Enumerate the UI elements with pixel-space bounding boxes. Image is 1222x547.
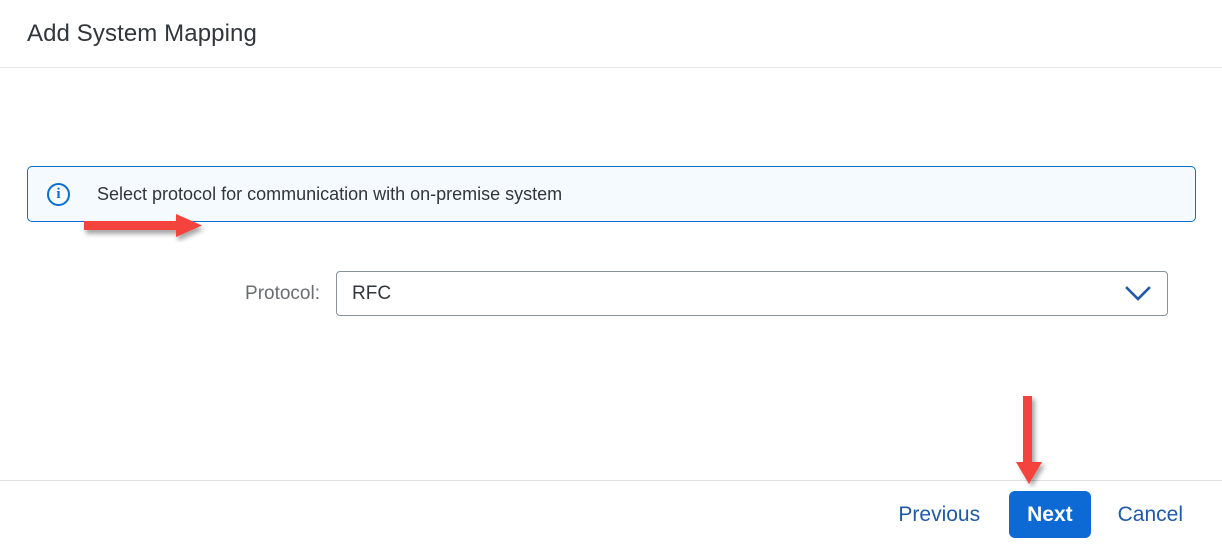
- info-circle-icon: i: [47, 182, 70, 206]
- previous-button[interactable]: Previous: [898, 502, 981, 526]
- dialog-footer: Previous Next Cancel: [0, 480, 1222, 547]
- dialog-content: i Select protocol for communication with…: [0, 68, 1222, 480]
- protocol-select[interactable]: RFC: [336, 271, 1168, 316]
- protocol-label: Protocol:: [245, 283, 320, 304]
- protocol-form-row: Protocol: RFC: [0, 271, 1222, 316]
- protocol-selected-value: RFC: [352, 283, 392, 304]
- next-button[interactable]: Next: [1009, 490, 1091, 538]
- cancel-button[interactable]: Cancel: [1117, 502, 1183, 526]
- chevron-down-icon[interactable]: [1125, 285, 1151, 302]
- info-message-strip: i Select protocol for communication with…: [27, 166, 1196, 222]
- page-title: Add System Mapping: [27, 19, 257, 47]
- dialog-header: Add System Mapping: [0, 0, 1222, 68]
- info-message-text: Select protocol for communication with o…: [97, 184, 563, 204]
